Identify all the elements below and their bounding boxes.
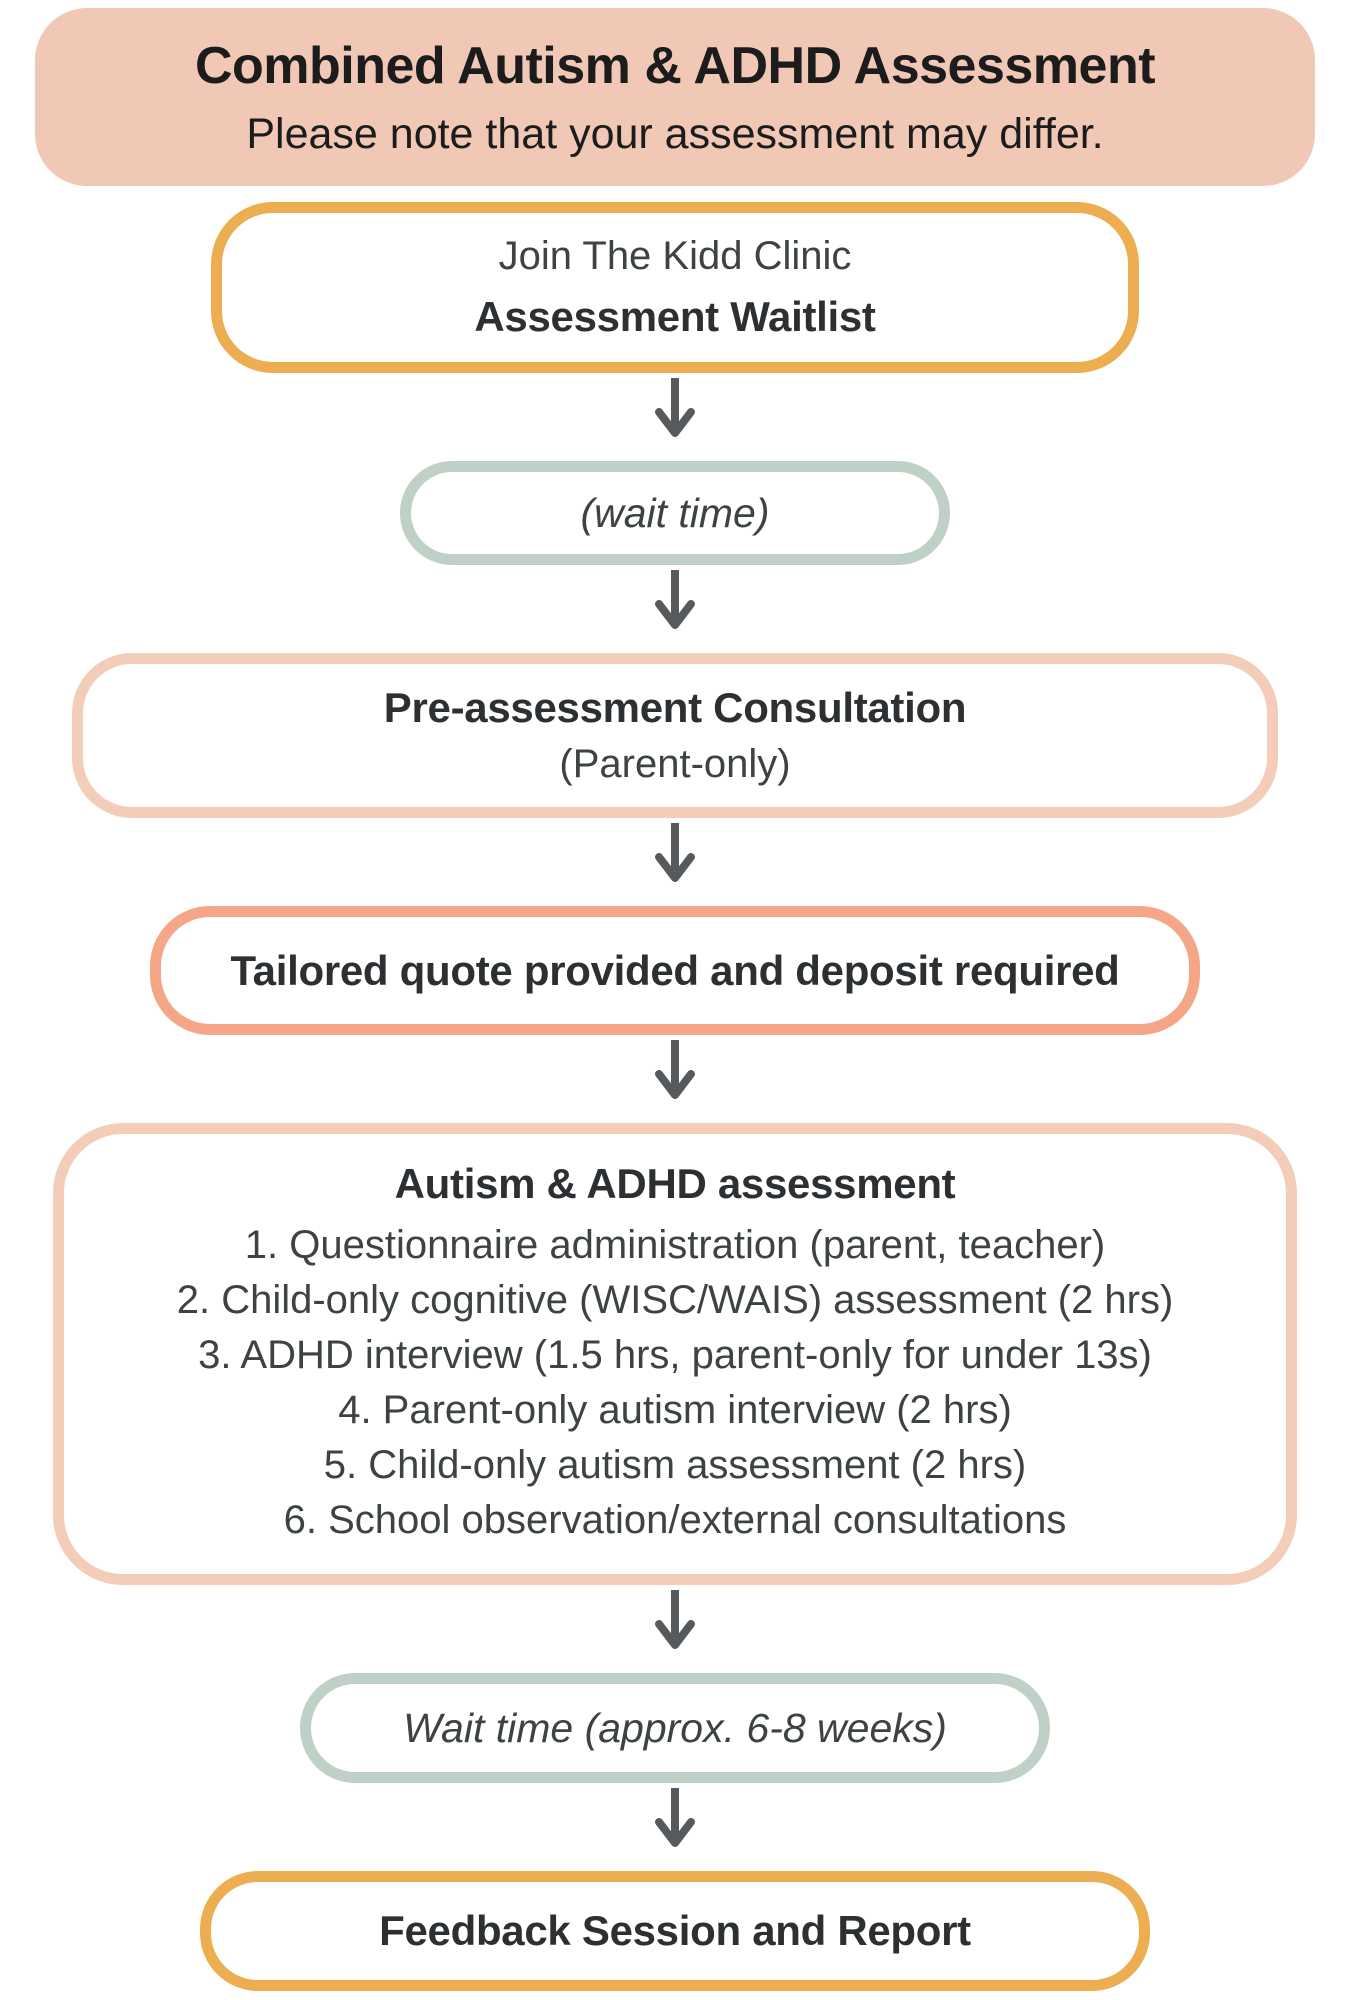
assessment-title: Autism & ADHD assessment: [394, 1160, 956, 1207]
down-arrow-icon: [655, 378, 695, 437]
step-wait-time-2-label: Wait time (approx. 6-8 weeks): [403, 1704, 947, 1751]
step-join-waitlist-line1: Join The Kidd Clinic: [498, 234, 852, 278]
down-arrow-icon: [655, 570, 695, 629]
step-feedback-session-label: Feedback Session and Report: [379, 1907, 971, 1954]
assessment-list-item: 2. Child-only cognitive (WISC/WAIS) asse…: [176, 1278, 1174, 1322]
assessment-list-item: 1. Questionnaire administration (parent,…: [244, 1223, 1106, 1267]
step-join-waitlist-line2: Assessment Waitlist: [474, 293, 876, 340]
step-tailored-quote-label: Tailored quote provided and deposit requ…: [230, 946, 1120, 994]
down-arrow-icon: [655, 1788, 695, 1847]
step-pre-assessment-line2: (Parent-only): [559, 742, 791, 786]
step-wait-time-1-label: (wait time): [580, 489, 770, 536]
assessment-list-item: 4. Parent-only autism interview (2 hrs): [338, 1388, 1012, 1432]
header-banner: Combined Autism & ADHD Assessment Please…: [35, 8, 1315, 186]
step-tailored-quote: Tailored quote provided and deposit requ…: [150, 906, 1200, 1035]
step-wait-time-2: Wait time (approx. 6-8 weeks): [300, 1673, 1050, 1783]
step-wait-time-1: (wait time): [400, 461, 950, 565]
down-arrow-icon: [655, 823, 695, 882]
down-arrow-icon: [655, 1040, 695, 1099]
step-pre-assessment-consultation: Pre-assessment Consultation (Parent-only…: [72, 653, 1278, 818]
down-arrow-icon: [655, 1590, 695, 1649]
step-feedback-session: Feedback Session and Report: [200, 1871, 1150, 1991]
page-title: Combined Autism & ADHD Assessment: [194, 36, 1156, 95]
step-join-waitlist: Join The Kidd Clinic Assessment Waitlist: [211, 202, 1139, 373]
page-subtitle: Please note that your assessment may dif…: [246, 109, 1104, 158]
assessment-list-item: 3. ADHD interview (1.5 hrs, parent-only …: [198, 1333, 1152, 1377]
assessment-list-item: 5. Child-only autism assessment (2 hrs): [323, 1443, 1027, 1487]
step-pre-assessment-line1: Pre-assessment Consultation: [383, 684, 967, 731]
assessment-list-item: 6. School observation/external consultat…: [283, 1498, 1067, 1542]
step-autism-adhd-assessment: Autism & ADHD assessment 1. Questionnair…: [53, 1123, 1297, 1585]
